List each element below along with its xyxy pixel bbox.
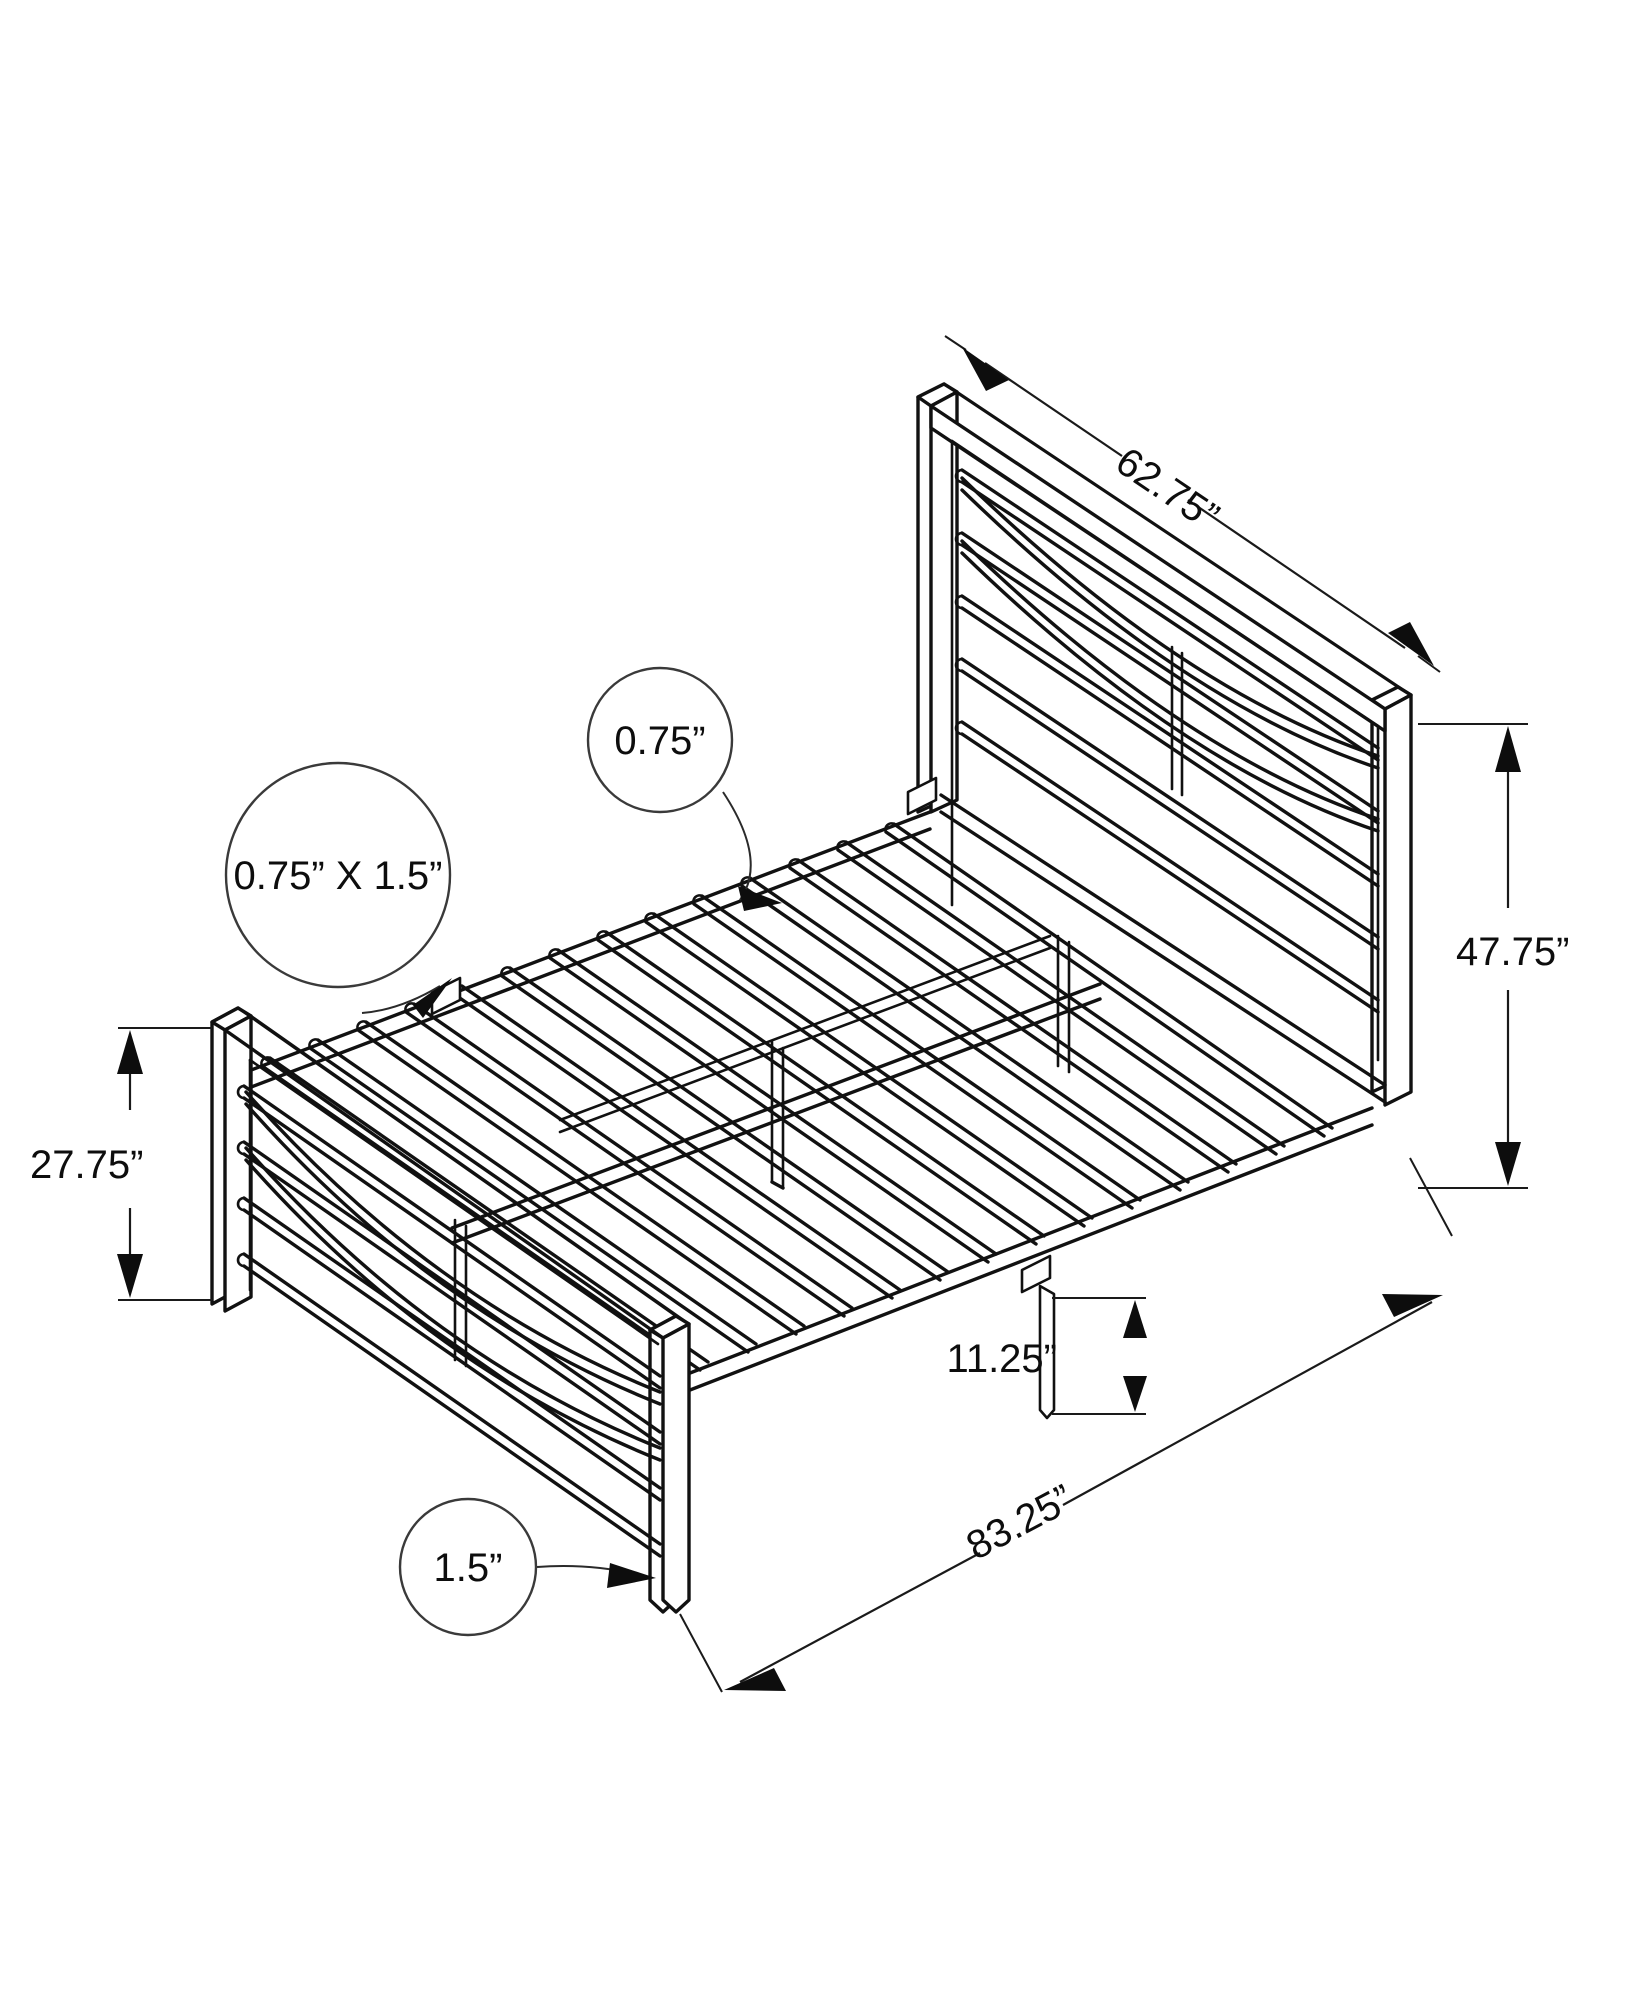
callout-rail-profile: 0.75” X 1.5” <box>224 761 452 1018</box>
footboard-curved-bars <box>244 1090 662 1462</box>
callout-post-profile: 1.5” <box>398 1497 656 1637</box>
callout-slat-profile: 0.75” <box>586 666 782 911</box>
footboard-right-post <box>648 1314 691 1614</box>
rail-bracket-foot <box>1020 1254 1052 1294</box>
dimension-label-83-25: 83.25” <box>959 1476 1080 1568</box>
headboard-left-post <box>916 382 959 814</box>
dimension-label-62-75: 62.75” <box>1108 439 1227 539</box>
callout-label-post-profile: 1.5” <box>434 1546 503 1590</box>
footboard-left-post <box>210 1006 253 1313</box>
headboard-top-rail <box>929 382 1413 733</box>
footboard-top-rail <box>223 1006 691 1340</box>
bed-deck-assembly <box>236 776 1374 1399</box>
callout-circle-slat-profile <box>586 666 734 814</box>
callout-circle-rail-profile <box>224 761 452 989</box>
dimension-11-25: 11.25” <box>947 1297 1147 1415</box>
dimension-label-27-75: 27.75” <box>30 1143 143 1187</box>
side-rail-back <box>670 1106 1374 1399</box>
dimension-83-25: 83.25” <box>679 1157 1453 1693</box>
rail-bracket-head <box>906 776 938 816</box>
callout-label-slat-profile: 0.75” <box>614 719 705 763</box>
footboard-slat-bars <box>236 1084 662 1558</box>
headboard-inner-frame <box>950 439 1380 1062</box>
center-support-leg <box>770 1040 785 1190</box>
dimension-label-11-25: 11.25” <box>947 1337 1057 1381</box>
deck-support-leg-back <box>1038 1284 1056 1420</box>
callout-label-rail-profile: 0.75” X 1.5” <box>233 854 442 898</box>
headboard-curved-bars <box>960 476 1380 833</box>
headboard-assembly <box>916 382 1413 1107</box>
center-support-beam <box>450 982 1102 1245</box>
dimension-label-47-75: 47.75” <box>1456 930 1569 974</box>
dimension-47-75: 47.75” <box>1418 723 1569 1189</box>
headboard-slat-bars <box>954 468 1380 1014</box>
footboard-center-divider <box>453 1218 468 1368</box>
center-support-leg-2 <box>1056 934 1071 1074</box>
footboard-assembly <box>210 1006 691 1614</box>
headboard-bottom-rail <box>939 793 1387 1104</box>
rail-bracket-front <box>430 976 462 1016</box>
dimension-62-75: 62.75” <box>944 335 1441 673</box>
headboard-center-divider <box>1170 645 1184 797</box>
callout-circle-post-profile <box>398 1497 538 1637</box>
secondary-support-beam <box>558 934 1052 1134</box>
dimension-27-75: 27.75” <box>30 1027 212 1301</box>
